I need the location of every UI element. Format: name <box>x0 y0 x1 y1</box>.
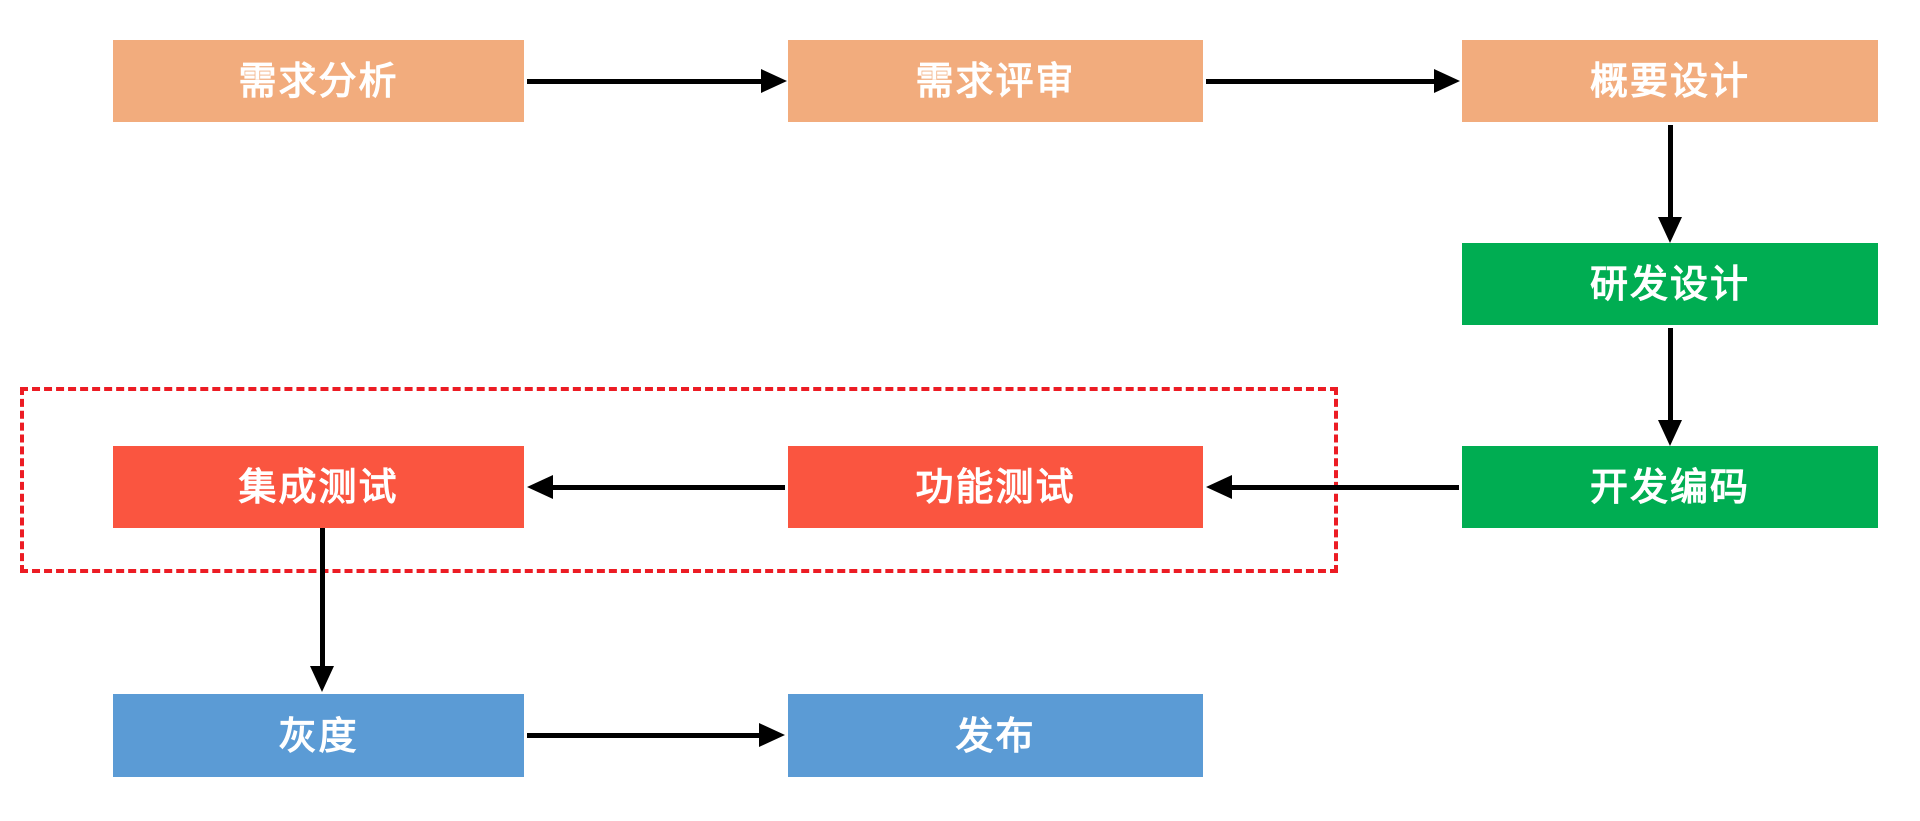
flow-node-req-review: 需求评审 <box>788 40 1203 122</box>
arrowhead-outline-design-to-rd-design <box>1658 217 1682 243</box>
arrow-line-integration-test-to-gray-release <box>319 528 325 666</box>
flow-node-integration-test: 集成测试 <box>113 446 524 528</box>
flow-node-release: 发布 <box>788 694 1203 777</box>
arrowhead-dev-coding-to-func-test <box>1206 475 1232 499</box>
flow-node-func-test: 功能测试 <box>788 446 1203 528</box>
arrow-line-rd-design-to-dev-coding <box>1667 328 1673 420</box>
flow-node-dev-coding: 开发编码 <box>1462 446 1878 528</box>
flow-node-req-analysis: 需求分析 <box>113 40 524 122</box>
flow-node-label-func-test: 功能测试 <box>915 464 1076 509</box>
arrowhead-req-review-to-outline-design <box>1434 69 1460 93</box>
arrow-line-req-analysis-to-req-review <box>527 78 761 84</box>
flow-node-label-gray-release: 灰度 <box>278 712 359 758</box>
testing-group-dashed-outline <box>20 387 1338 573</box>
flow-node-label-rd-design: 研发设计 <box>1589 261 1750 306</box>
flow-node-label-req-review: 需求评审 <box>915 58 1076 103</box>
flow-node-label-outline-design: 概要设计 <box>1589 58 1750 103</box>
flow-node-label-release: 发布 <box>955 712 1036 758</box>
arrowhead-integration-test-to-gray-release <box>310 666 334 692</box>
arrow-line-func-test-to-integration-test <box>553 484 785 490</box>
arrowhead-func-test-to-integration-test <box>527 475 553 499</box>
flow-node-outline-design: 概要设计 <box>1462 40 1878 122</box>
arrow-line-gray-release-to-release <box>527 732 759 738</box>
flow-node-gray-release: 灰度 <box>113 694 524 777</box>
arrow-line-outline-design-to-rd-design <box>1667 125 1673 217</box>
flow-node-rd-design: 研发设计 <box>1462 243 1878 325</box>
arrowhead-rd-design-to-dev-coding <box>1658 420 1682 446</box>
arrow-line-dev-coding-to-func-test <box>1232 484 1459 490</box>
arrowhead-gray-release-to-release <box>759 723 785 747</box>
flow-node-label-req-analysis: 需求分析 <box>238 58 399 103</box>
flow-node-label-integration-test: 集成测试 <box>238 464 399 509</box>
arrowhead-req-analysis-to-req-review <box>761 69 787 93</box>
arrow-line-req-review-to-outline-design <box>1206 78 1434 84</box>
flow-node-label-dev-coding: 开发编码 <box>1589 464 1750 509</box>
